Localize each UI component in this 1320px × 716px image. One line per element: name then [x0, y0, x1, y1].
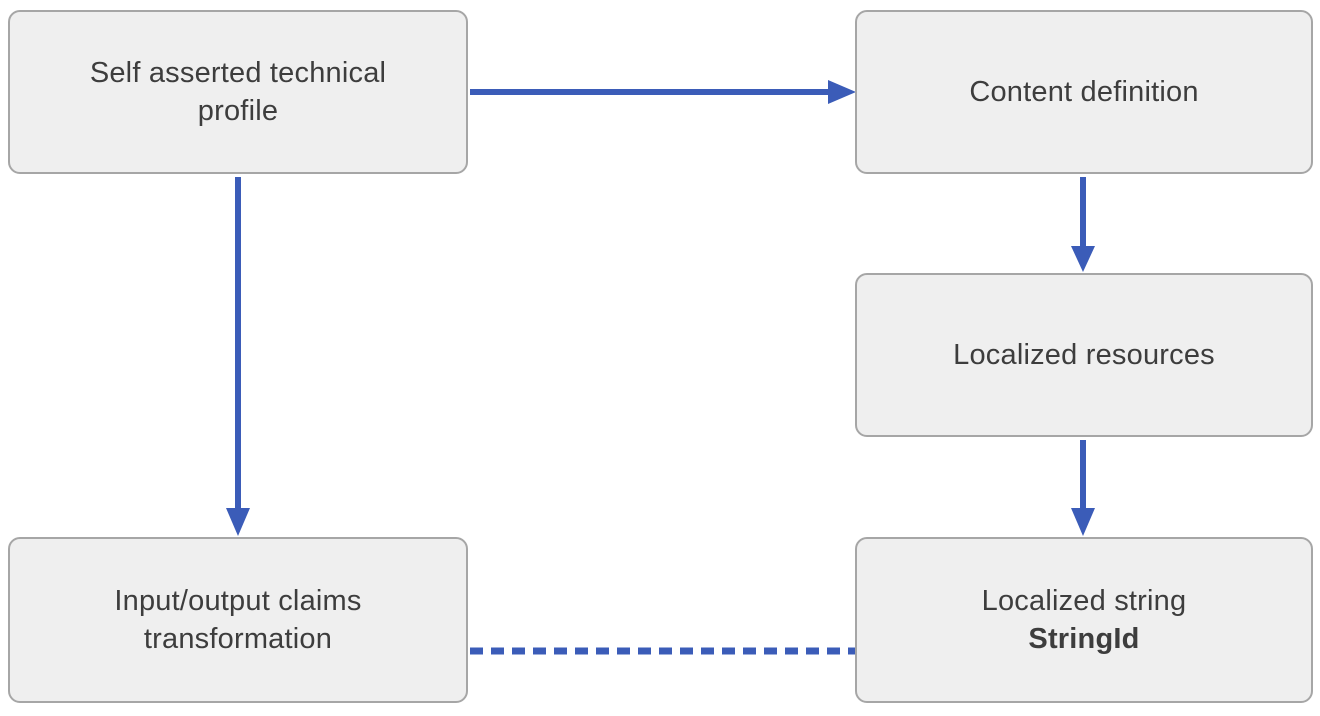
node-content-definition: Content definition [855, 10, 1313, 174]
node-label-localized-string: Localized string StringId [982, 582, 1187, 658]
arrow-content-definition-to-localized-resources [1071, 177, 1095, 272]
node-self-asserted-technical-profile: Self asserted technical profile [8, 10, 468, 174]
node-text-line: Self asserted technical [89, 57, 387, 89]
node-text-stringid: StringId [1028, 623, 1140, 655]
arrow-self-asserted-to-content-definition [470, 80, 856, 104]
node-text-line: Content definition [969, 76, 1199, 108]
node-localized-string: Localized string StringId [855, 537, 1313, 703]
node-label-self-asserted: Self asserted technical profile [90, 54, 386, 130]
node-text-line: Localized resources [953, 339, 1215, 371]
node-label-claims-transformation: Input/output claims transformation [114, 582, 361, 658]
arrow-self-asserted-to-claims-transformation [226, 177, 250, 536]
node-label-localized-resources: Localized resources [953, 336, 1215, 374]
node-text-line: transformation [143, 623, 333, 655]
node-text-line: profile [197, 95, 279, 127]
arrow-localized-resources-to-localized-string [1071, 440, 1095, 536]
node-input-output-claims-transformation: Input/output claims transformation [8, 537, 468, 703]
node-label-content-definition: Content definition [969, 73, 1198, 111]
node-text-line: Localized string [981, 585, 1187, 617]
node-localized-resources: Localized resources [855, 273, 1313, 437]
node-text-line: Input/output claims [114, 585, 362, 617]
